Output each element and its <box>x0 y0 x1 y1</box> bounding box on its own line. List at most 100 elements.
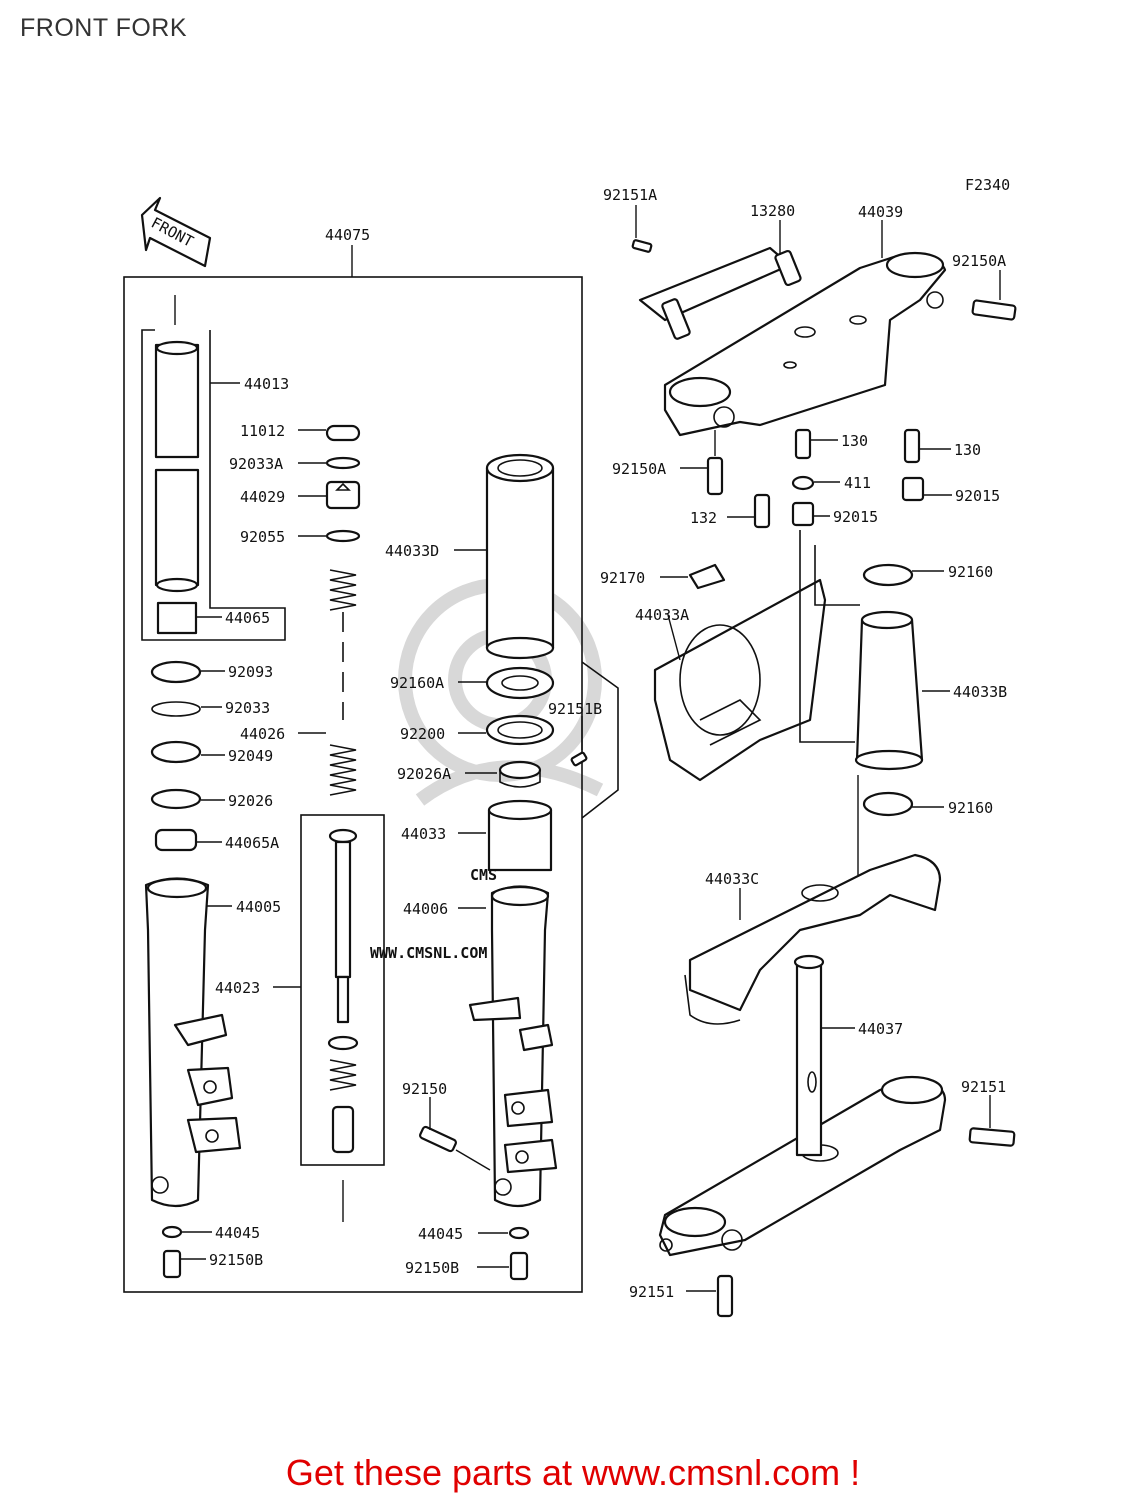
label-92015-b: 92015 <box>955 487 1000 505</box>
bolt-92150b-right <box>509 1251 529 1281</box>
page-title: FRONT FORK <box>20 14 188 42</box>
label-44045-left: 44045 <box>215 1224 260 1242</box>
bolt-92150b-left <box>162 1249 182 1279</box>
label-44033: 44033 <box>401 825 446 843</box>
watermark-url: WWW.CMSNL.COM <box>370 944 487 962</box>
inner-tube-left <box>154 340 200 593</box>
label-130-b: 130 <box>954 441 981 459</box>
washer-44045-right <box>508 1226 530 1240</box>
headlight-bracket-44033a <box>653 578 827 782</box>
upper-bracket-44039 <box>663 251 947 437</box>
label-13280: 13280 <box>750 202 795 220</box>
screw-92151b <box>570 751 588 767</box>
cover-44033 <box>487 799 553 872</box>
bushing-44065a <box>154 828 198 852</box>
oil-seal-92049 <box>150 740 202 764</box>
washer-44045-left <box>161 1225 183 1239</box>
bolt-92151-right <box>968 1127 1016 1147</box>
dust-seal-92093 <box>150 660 202 684</box>
label-411: 411 <box>844 474 871 492</box>
label-44005: 44005 <box>236 898 281 916</box>
label-92151-bottom: 92151 <box>629 1283 674 1301</box>
label-44026: 44026 <box>240 725 285 743</box>
label-92151B: 92151B <box>548 700 602 718</box>
bolt-92150 <box>419 1125 457 1153</box>
fork-spring <box>329 569 357 796</box>
label-92015-a: 92015 <box>833 508 878 526</box>
fork-assembly-box <box>123 276 583 1293</box>
cover-44033b <box>854 610 924 771</box>
label-92151A: 92151A <box>603 186 657 204</box>
bolt-92151-bottom <box>716 1274 734 1318</box>
washer-411 <box>791 475 815 491</box>
label-44033A: 44033A <box>635 606 689 624</box>
circlip-92033 <box>151 701 201 717</box>
label-92093: 92093 <box>228 663 273 681</box>
label-44033B: 44033B <box>953 683 1007 701</box>
label-44075: 44075 <box>325 226 370 244</box>
label-44006: 44006 <box>403 900 448 918</box>
front-arrow-icon: FRONT <box>140 196 212 268</box>
collar-92015-a <box>791 501 815 527</box>
damper-rod-44023 <box>327 828 359 1154</box>
label-44029: 44029 <box>240 488 285 506</box>
bolt-92150a-right <box>971 299 1017 321</box>
label-92160-a: 92160 <box>948 563 993 581</box>
label-44013: 44013 <box>244 375 289 393</box>
steering-stem-44037 <box>658 954 947 1257</box>
label-92150A-left: 92150A <box>612 460 666 478</box>
label-92033: 92033 <box>225 699 270 717</box>
adjuster-44029 <box>325 480 361 510</box>
label-44023: 44023 <box>215 979 260 997</box>
label-11012: 11012 <box>240 422 285 440</box>
label-92055: 92055 <box>240 528 285 546</box>
label-92151-right: 92151 <box>961 1078 1006 1096</box>
bushing-44065 <box>156 601 198 635</box>
bracket-44033c <box>684 853 942 1025</box>
label-130-a: 130 <box>841 432 868 450</box>
bolt-130-a <box>794 428 812 460</box>
label-132: 132 <box>690 509 717 527</box>
figure-code: F2340 <box>965 176 1010 194</box>
fork-cover-44033d <box>485 453 555 660</box>
bolt-130-b <box>903 428 921 464</box>
label-44037: 44037 <box>858 1020 903 1038</box>
clamp-92026a <box>498 760 542 788</box>
label-92200: 92200 <box>400 725 445 743</box>
label-92160-b: 92160 <box>948 799 993 817</box>
clip-92170 <box>688 563 726 590</box>
label-92026: 92026 <box>228 792 273 810</box>
ring-92160-a <box>862 563 914 587</box>
cta-link[interactable]: Get these parts at www.cmsnl.com ! <box>285 1452 861 1493</box>
label-44033D: 44033D <box>385 542 439 560</box>
label-92150: 92150 <box>402 1080 447 1098</box>
label-92150B-right: 92150B <box>405 1259 459 1277</box>
circlip-92033a <box>325 456 361 470</box>
label-92160A: 92160A <box>390 674 444 692</box>
bolt-92150a-left <box>706 456 724 496</box>
damper-rod-box <box>300 814 385 1166</box>
label-44039: 44039 <box>858 203 903 221</box>
label-44045-right: 44045 <box>418 1225 463 1243</box>
ring-92200 <box>485 714 555 746</box>
outer-tube-left <box>144 877 242 1208</box>
label-92150B-left: 92150B <box>209 1251 263 1269</box>
label-44065A: 44065A <box>225 834 279 852</box>
bolt-132 <box>753 493 771 529</box>
label-92170: 92170 <box>600 569 645 587</box>
label-44065: 44065 <box>225 609 270 627</box>
collar-92015-b <box>901 476 925 502</box>
label-44033C: 44033C <box>705 870 759 888</box>
outer-tube-right <box>468 885 558 1208</box>
label-92150A-right: 92150A <box>952 252 1006 270</box>
emblem-plate-13280 <box>638 246 802 340</box>
ring-92160a <box>485 666 555 700</box>
label-92033A: 92033A <box>229 455 283 473</box>
label-92026A: 92026A <box>397 765 451 783</box>
washer-92026 <box>150 788 202 810</box>
fork-cap <box>325 424 361 442</box>
label-92049: 92049 <box>228 747 273 765</box>
ring-92160-b <box>862 791 914 817</box>
o-ring-92055 <box>325 529 361 543</box>
